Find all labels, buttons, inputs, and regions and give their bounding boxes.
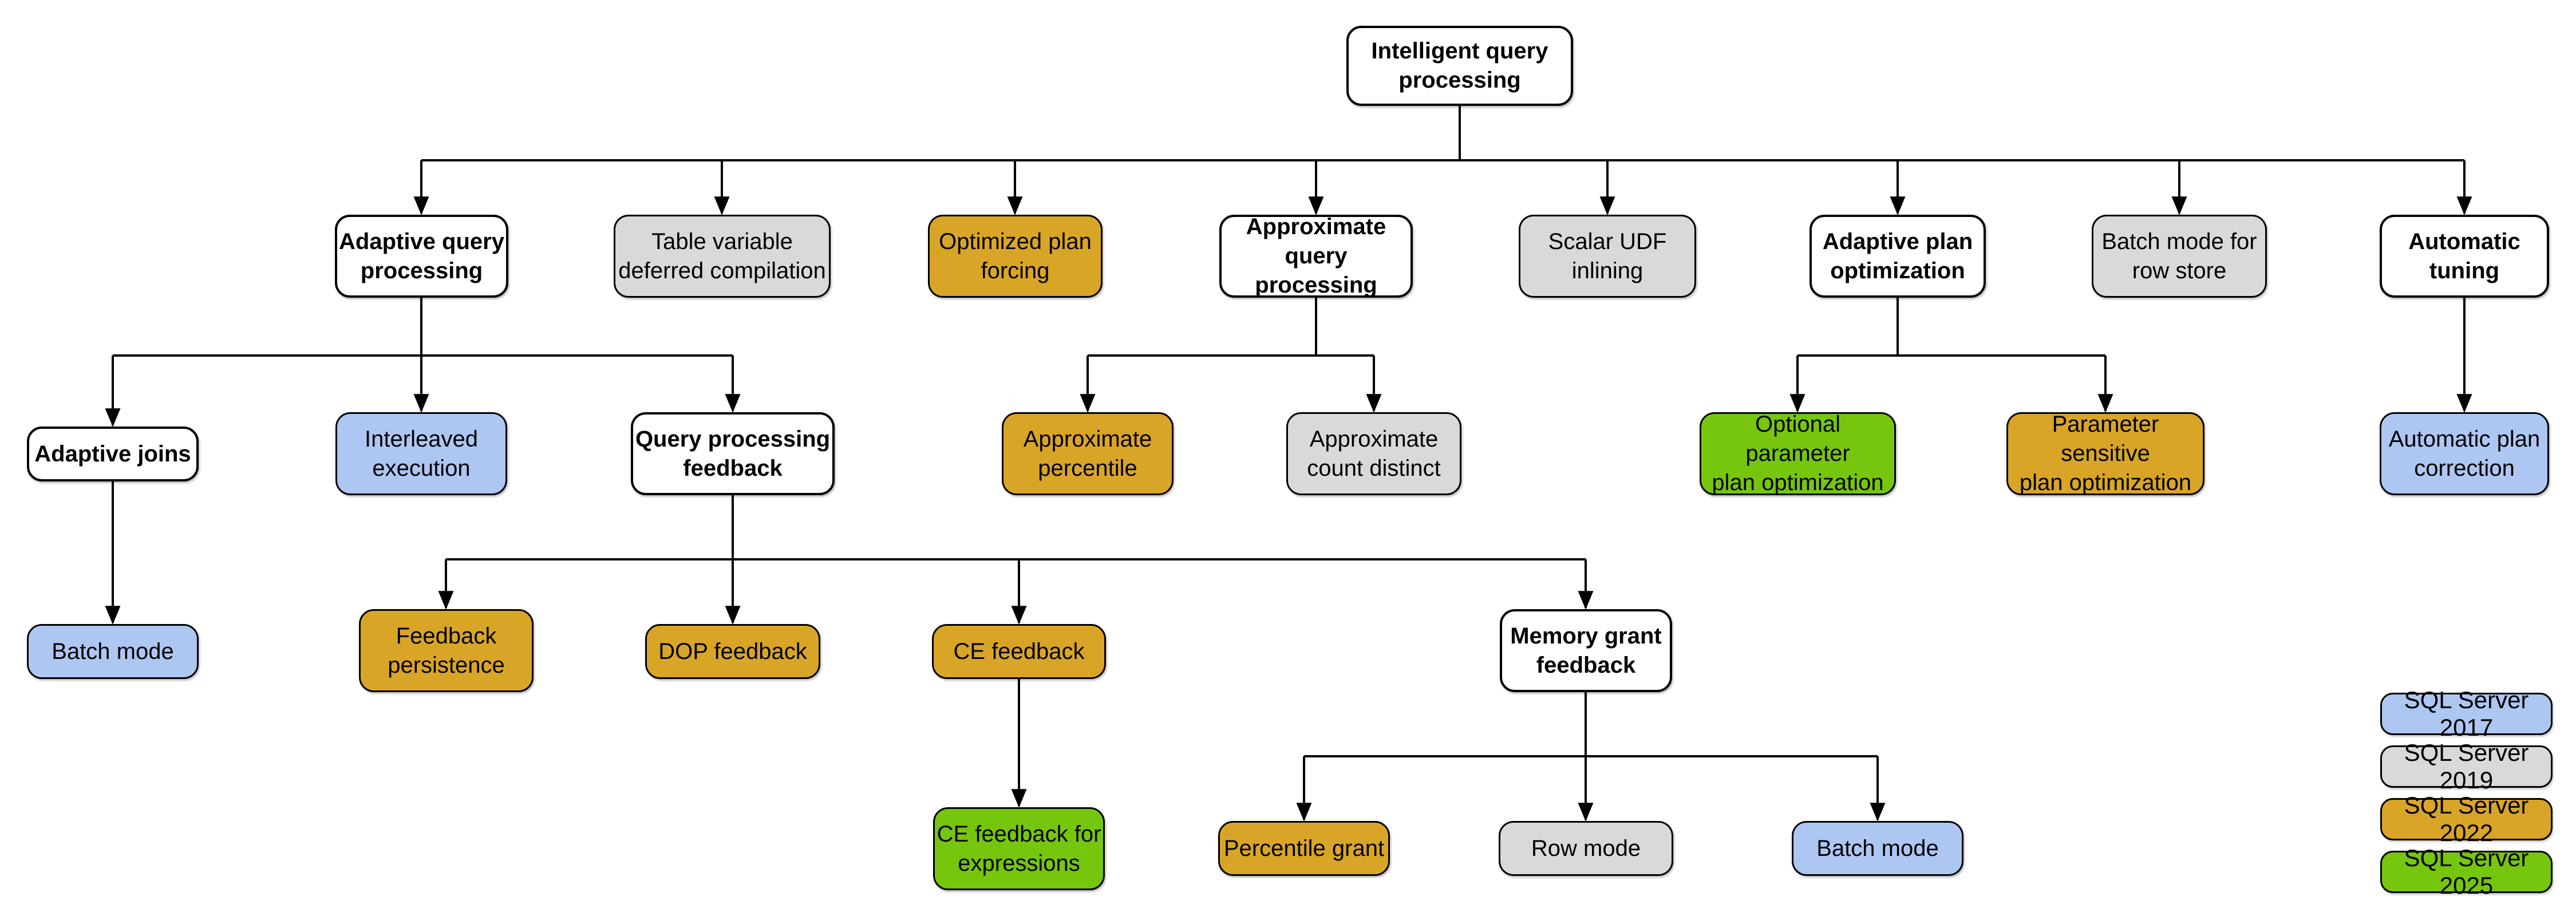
legend-item-v2025: SQL Server 2025 (2380, 844, 2553, 899)
node-feedback-persistence: Feedback persistence (359, 609, 534, 692)
node-approximate-count-distinct: Approximate count distinct (1286, 412, 1461, 495)
node-optimized-plan-forcing: Optimized plan forcing (928, 215, 1103, 298)
node-batch-mode-adaptive-joins: Batch mode (27, 624, 199, 679)
node-intelligent-query-processing: Intelligent query processing (1346, 26, 1573, 106)
node-table-variable-deferred-compilation: Table variable deferred compilation (614, 215, 831, 298)
node-scalar-udf-inlining: Scalar UDF inlining (1519, 215, 1696, 298)
node-approximate-percentile: Approximate percentile (1002, 412, 1174, 495)
node-batch-mode-memory-grant: Batch mode (1792, 821, 1963, 876)
node-memory-grant-feedback: Memory grant feedback (1500, 609, 1672, 692)
node-ce-feedback: CE feedback (932, 624, 1106, 679)
node-batch-mode-for-row-store: Batch mode for row store (2092, 215, 2267, 298)
node-interleaved-execution: Interleaved execution (335, 412, 507, 495)
legend-item-v2017: SQL Server 2017 (2380, 686, 2553, 741)
node-adaptive-query-processing: Adaptive query processing (335, 215, 508, 298)
node-automatic-tuning: Automatic tuning (2380, 215, 2549, 298)
node-percentile-grant: Percentile grant (1218, 821, 1390, 876)
node-optional-parameter-plan-optimization: Optional parameter plan optimization (1700, 412, 1896, 495)
node-automatic-plan-correction: Automatic plan correction (2380, 412, 2549, 495)
node-query-processing-feedback: Query processing feedback (631, 412, 835, 495)
node-adaptive-joins: Adaptive joins (27, 427, 199, 481)
memory-grant-feedback-children-connectors (1296, 692, 1886, 822)
legend-item-v2022: SQL Server 2022 (2380, 792, 2553, 846)
approximate-query-processing-children-connectors (1080, 298, 1382, 413)
adaptive-query-processing-children-connectors (105, 298, 741, 427)
node-approximate-query-processing: Approximate query processing (1219, 214, 1413, 298)
root-to-level2-connectors (413, 106, 2472, 215)
legend-item-v2019: SQL Server 2019 (2380, 739, 2553, 793)
query-processing-feedback-children-connectors (438, 495, 1594, 625)
adaptive-plan-optimization-children-connectors (1789, 298, 2113, 413)
node-parameter-sensitive-plan-optimization: Parameter sensitive plan optimization (2006, 412, 2204, 495)
node-adaptive-plan-optimization: Adaptive plan optimization (1809, 215, 1986, 298)
node-dop-feedback: DOP feedback (645, 624, 820, 679)
node-ce-feedback-for-expressions: CE feedback for expressions (933, 807, 1105, 890)
node-row-mode: Row mode (1499, 821, 1673, 876)
